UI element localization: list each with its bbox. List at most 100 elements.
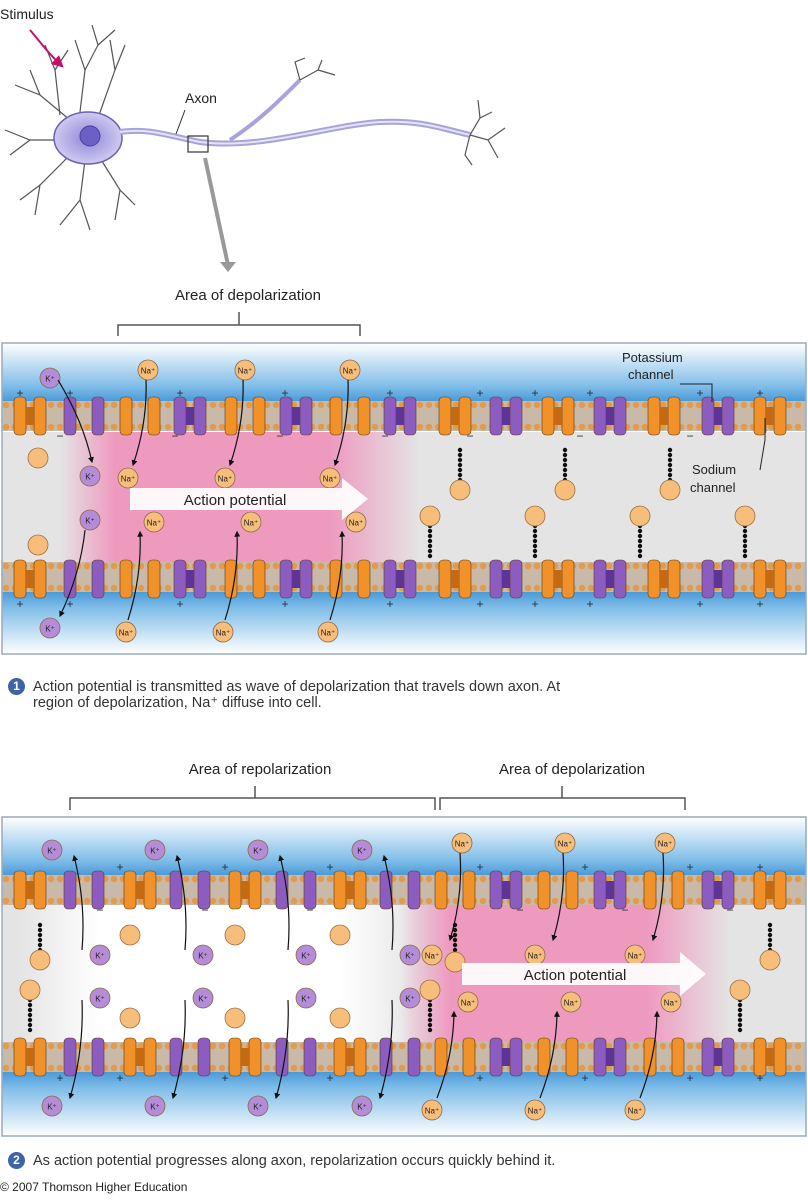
sodium-ion: Na⁺ [457, 991, 479, 1013]
action-potential-arrow-1: Action potential [130, 478, 368, 520]
ion-flow-arrow [274, 999, 289, 1100]
svg-text:+: + [66, 386, 73, 400]
potassium-ion: K⁺ [351, 1095, 373, 1117]
potassium-channel [173, 396, 207, 436]
sodium-channel [123, 870, 157, 910]
svg-text:K⁺: K⁺ [45, 625, 55, 634]
potassium-channel [63, 870, 105, 910]
inactivation-gate [734, 505, 756, 527]
potassium-ion: K⁺ [399, 987, 421, 1009]
sodium-ion: Na⁺ [421, 944, 443, 966]
sodium-channel [228, 870, 262, 910]
ion-flow-arrow [539, 1010, 560, 1099]
sodium-channel [119, 559, 161, 599]
svg-text:K⁺: K⁺ [85, 517, 95, 526]
svg-text:+: + [756, 1071, 763, 1085]
svg-text:+: + [221, 1071, 228, 1085]
svg-text:+: + [281, 386, 288, 400]
potassium-ion: K⁺ [295, 944, 317, 966]
inactivation-gate [729, 979, 751, 1001]
sodium-ion: Na⁺ [143, 511, 165, 533]
svg-text:Na⁺: Na⁺ [455, 840, 469, 849]
extracellular-top-1 [2, 343, 806, 401]
potassium-ion: K⁺ [89, 987, 111, 1009]
svg-text:−: − [621, 903, 628, 917]
svg-text:Na⁺: Na⁺ [119, 629, 133, 638]
svg-text:+: + [476, 597, 483, 611]
svg-text:K⁺: K⁺ [150, 847, 160, 856]
sodium-ion: Na⁺ [421, 1099, 443, 1121]
svg-text:Na⁺: Na⁺ [218, 475, 232, 484]
sodium-ion: Na⁺ [115, 621, 137, 643]
svg-text:Na⁺: Na⁺ [321, 629, 335, 638]
svg-text:Na⁺: Na⁺ [628, 952, 642, 961]
sodium-channel [119, 396, 161, 436]
potassium-ion: K⁺ [247, 839, 269, 861]
inactivation-gate [759, 949, 781, 971]
svg-text:K⁺: K⁺ [357, 847, 367, 856]
ion-flow-arrow [333, 379, 349, 467]
svg-text:+: + [16, 386, 23, 400]
action-potential-label-1: Action potential [184, 492, 287, 509]
sodium-ion: Na⁺ [524, 944, 546, 966]
repolarized-region-2 [20, 905, 420, 1045]
svg-text:−: − [171, 429, 178, 443]
ion-flow-arrow [448, 852, 462, 942]
sodium-channel [541, 559, 575, 599]
svg-text:K⁺: K⁺ [357, 1103, 367, 1112]
sodium-ion: Na⁺ [240, 511, 262, 533]
sodium-channel [13, 396, 47, 436]
step-2-badge: 2 [8, 1152, 25, 1169]
sodium-channel [647, 559, 681, 599]
inactivation-gate [119, 924, 141, 946]
potassium-ion: K⁺ [144, 1095, 166, 1117]
sodium-channel [753, 396, 787, 436]
svg-text:−: − [56, 429, 63, 443]
axon-section-1-frame [1, 342, 807, 655]
sodium-channel [224, 559, 266, 599]
svg-text:K⁺: K⁺ [150, 1103, 160, 1112]
svg-text:Na⁺: Na⁺ [147, 519, 161, 528]
action-potential-label-2: Action potential [524, 967, 627, 984]
svg-text:+: + [16, 597, 23, 611]
svg-text:+: + [756, 386, 763, 400]
ion-flow-arrow [59, 529, 86, 618]
svg-text:K⁺: K⁺ [45, 375, 55, 384]
svg-text:+: + [586, 386, 593, 400]
ion-flow-arrow [127, 530, 144, 621]
sodium-channel [13, 559, 47, 599]
svg-text:+: + [686, 1071, 693, 1085]
caption-1-line2: region of depolarization, Na⁺ diffuse in… [33, 695, 322, 711]
sodium-ion: Na⁺ [451, 832, 473, 854]
svg-text:−: − [726, 903, 733, 917]
sodium-channel [643, 870, 685, 910]
potassium-channel [383, 559, 417, 599]
svg-text:Na⁺: Na⁺ [323, 475, 337, 484]
sodium-ion: Na⁺ [624, 1099, 646, 1121]
svg-text:K⁺: K⁺ [95, 952, 105, 961]
depolarization-bracket [117, 312, 361, 336]
svg-text:K⁺: K⁺ [405, 995, 415, 1004]
dendrites [4, 24, 136, 231]
svg-text:Na⁺: Na⁺ [461, 999, 475, 1008]
sodium-channel [438, 559, 472, 599]
potassium-channel [701, 1037, 735, 1077]
sodium-channel [537, 1037, 579, 1077]
potassium-channel [279, 396, 313, 436]
sodium-channel [753, 870, 787, 910]
potassium-ion: K⁺ [39, 617, 61, 639]
axon-collateral [228, 78, 302, 142]
sodium-channel [333, 870, 367, 910]
sodium-channel [329, 396, 371, 436]
sodium-ion: Na⁺ [345, 511, 367, 533]
potassium-ion: K⁺ [351, 839, 373, 861]
potassium-channel [593, 396, 627, 436]
sodium-ion: Na⁺ [654, 832, 676, 854]
potassium-channel [489, 559, 523, 599]
potassium-ion: K⁺ [89, 944, 111, 966]
ion-flow-arrow [57, 379, 94, 464]
svg-text:K⁺: K⁺ [47, 1103, 57, 1112]
potassium-channel [169, 870, 211, 910]
depolarization-bracket-2 [439, 786, 686, 810]
svg-text:Na⁺: Na⁺ [238, 367, 252, 376]
